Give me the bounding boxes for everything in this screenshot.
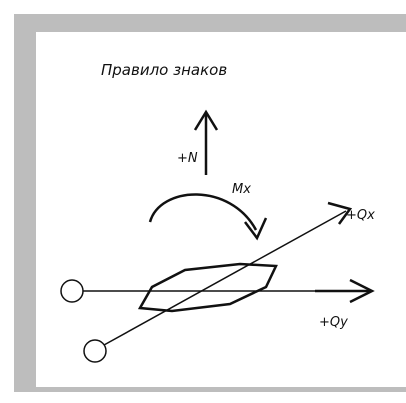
diagonal-axis-circle [83,339,107,363]
horizontal-axis-circle [60,279,84,303]
diagram-title: Правило знаков [101,61,227,79]
shear-x-label: +Qx [346,208,375,223]
diagonal-axis [83,201,353,363]
shear-y-label: +Qy [319,315,348,330]
moment-label: Mx [232,182,251,197]
cross-section-shape [137,262,278,313]
horizontal-axis [60,278,375,304]
normal-force-label: +N [177,151,198,166]
diagram-canvas [36,32,406,387]
normal-force-arrow [193,109,219,175]
moment-arrow [148,193,268,241]
